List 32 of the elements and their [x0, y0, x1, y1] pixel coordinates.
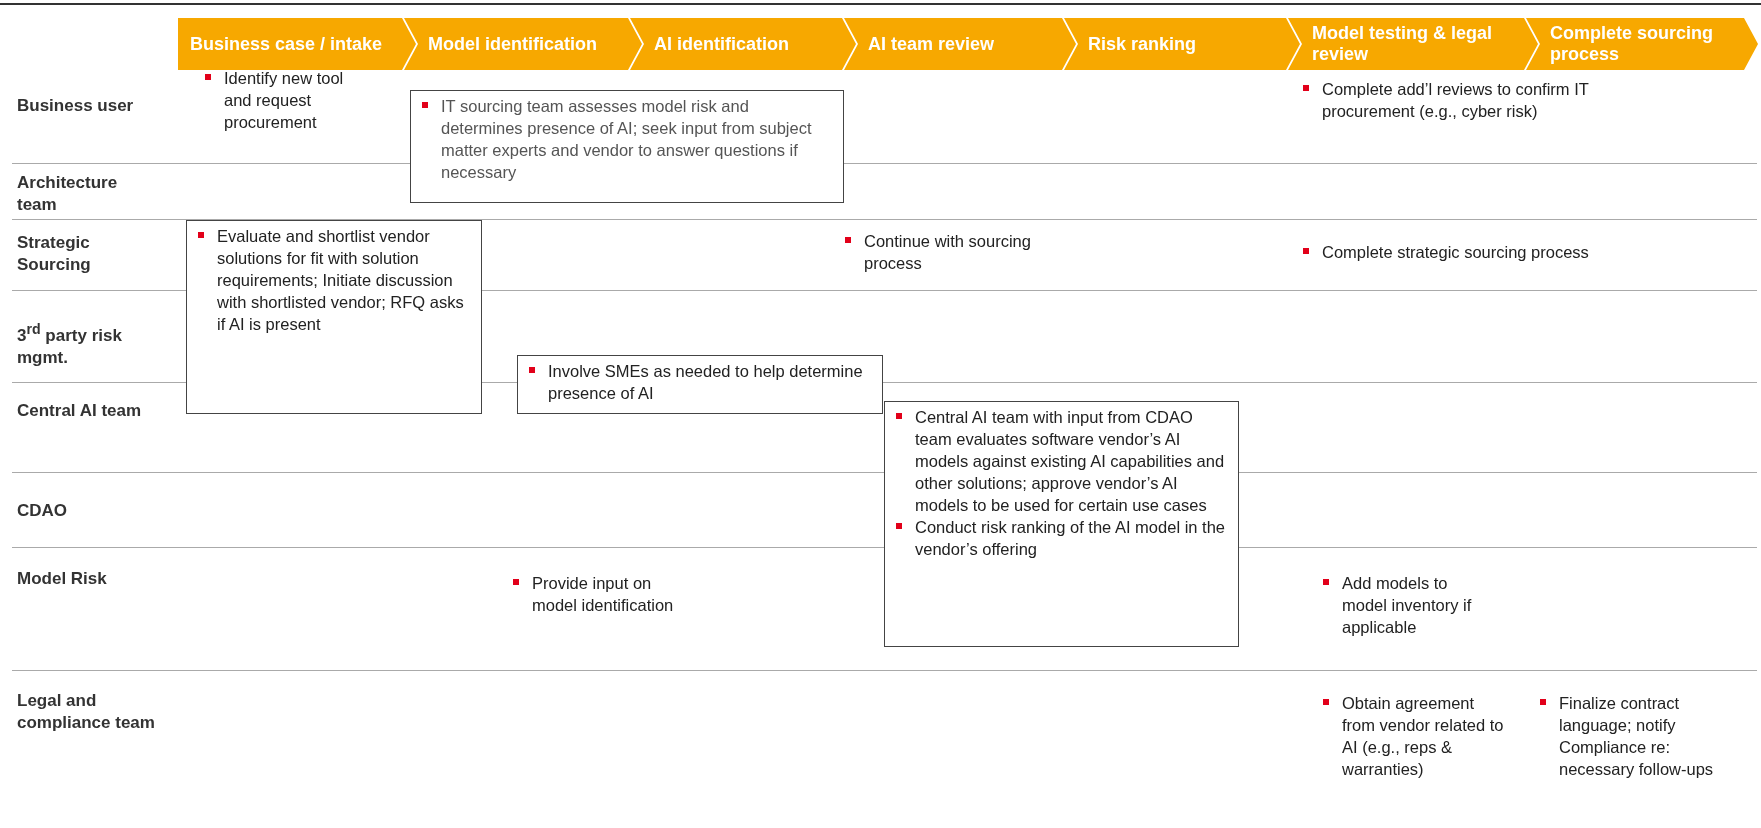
chevron-step: AI identification: [630, 18, 856, 70]
bullet-text: Complete strategic sourcing process: [1300, 241, 1720, 263]
process-box: [517, 355, 883, 414]
bullet-text: Obtain agreement from vendor related to AI (e.g., reps & warranties): [1320, 692, 1510, 780]
chevron-step: Business case / intake: [178, 18, 416, 70]
bullet-text: Complete add’l reviews to confirm IT procurement (e.g., cyber risk): [1300, 78, 1680, 122]
bullet-text: Involve SMEs as needed to help determine presence of AI: [526, 360, 874, 404]
lane-label: Model Risk: [17, 568, 108, 590]
lane-label: Business user: [17, 95, 135, 117]
bullet-text: Finalize contract language; notify Compliance re: necessary follow-ups: [1537, 692, 1717, 780]
lane-label: Central AI team: [17, 400, 143, 422]
bullet-text: Evaluate and shortlist vendor solutions for fit with solution requirements; Initiate discussion with shortlisted vendor; RFQ asks if AI is present: [195, 225, 473, 335]
bullet-text: Continue with sourcing process: [842, 230, 1042, 274]
chevron-step: AI team review: [844, 18, 1076, 70]
chevron-step: Model testing & legal review: [1288, 18, 1538, 70]
bullet-text: Central AI team with input from CDAO team evaluates software vendor’s AI models against existing AI capabilities and other solutions; approve vendor’s AI models to be used for certain use cases: [893, 406, 1230, 516]
bullet-text: Identify new tool and request procurement: [202, 67, 372, 133]
bullet-text: IT sourcing team assesses model risk and determines presence of AI; seek input from subject matter experts and vendor to answer questions if necessary: [419, 95, 835, 183]
chevron-step: Complete sourcing process: [1526, 18, 1758, 70]
process-box: [410, 90, 844, 203]
lane-label: 3$^{rd}$ party risk mgmt.: [17, 320, 123, 369]
process-box: [884, 401, 1239, 647]
chevron-step: Model identification: [404, 18, 642, 70]
chevron-step: Risk ranking: [1064, 18, 1300, 70]
process-box: [186, 220, 482, 414]
lane-label: CDAO: [17, 500, 69, 522]
lane-label: Strategic Sourcing: [17, 232, 92, 276]
bullet-text: Provide input on model identification: [510, 572, 680, 616]
bullet-text: Conduct risk ranking of the AI model in the vendor’s offering: [893, 516, 1230, 560]
bullet-text: Add models to model inventory if applicable: [1320, 572, 1480, 638]
lane-label: Legal and compliance team: [17, 690, 156, 734]
lane-label: Architecture team: [17, 172, 119, 216]
